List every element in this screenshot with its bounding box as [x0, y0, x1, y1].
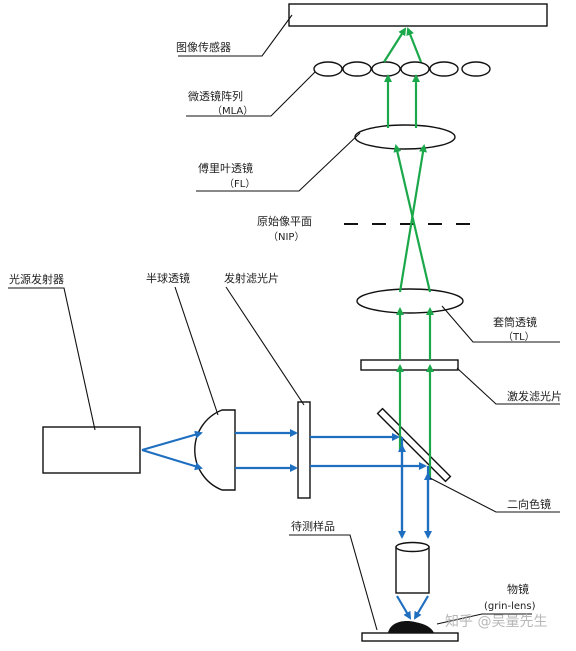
label-native-image-plane-en: （NIP） [268, 231, 304, 243]
label-fourier-lens: 傅里叶透镜 [198, 161, 253, 175]
label-image-sensor: 图像传感器 [176, 41, 231, 54]
excitation-rays [141, 429, 432, 620]
hemisphere-lens [194, 409, 236, 491]
sample-slide [361, 621, 459, 642]
fourier-lens [354, 124, 456, 150]
label-objective: 物镜 [507, 582, 529, 596]
image-sensor [288, 3, 548, 27]
dichroic-mirror [376, 407, 452, 483]
light-source [42, 426, 141, 474]
label-dichroic-mirror: 二向色镜 [507, 497, 551, 511]
label-objective-en: (grin-lens) [484, 601, 536, 612]
label-mla-en: （MLA） [212, 105, 253, 117]
label-mla: 微透镜阵列 [188, 89, 243, 103]
label-light-source: 光源发射器 [9, 272, 64, 286]
excitation-filter [360, 359, 459, 371]
tube-lens [356, 288, 464, 314]
label-tube-lens: 套筒透镜 [493, 315, 537, 329]
watermark: 知乎 @吴量先生 [445, 613, 547, 630]
label-hemisphere-lens: 半球透镜 [146, 271, 190, 285]
label-native-image-plane: 原始像平面 [257, 214, 312, 228]
label-sample: 待测样品 [291, 519, 335, 533]
objective-lens [395, 541, 430, 594]
label-tube-lens-en: （TL） [503, 331, 535, 343]
emission-filter [297, 401, 311, 499]
label-emission-filter: 发射滤光片 [224, 271, 279, 285]
leader-lines [8, 14, 560, 631]
label-excitation-filter: 激发滤光片 [507, 389, 562, 403]
emission-rays [383, 27, 434, 480]
label-fourier-lens-en: （FL） [224, 178, 255, 190]
microlens-array [313, 61, 491, 77]
